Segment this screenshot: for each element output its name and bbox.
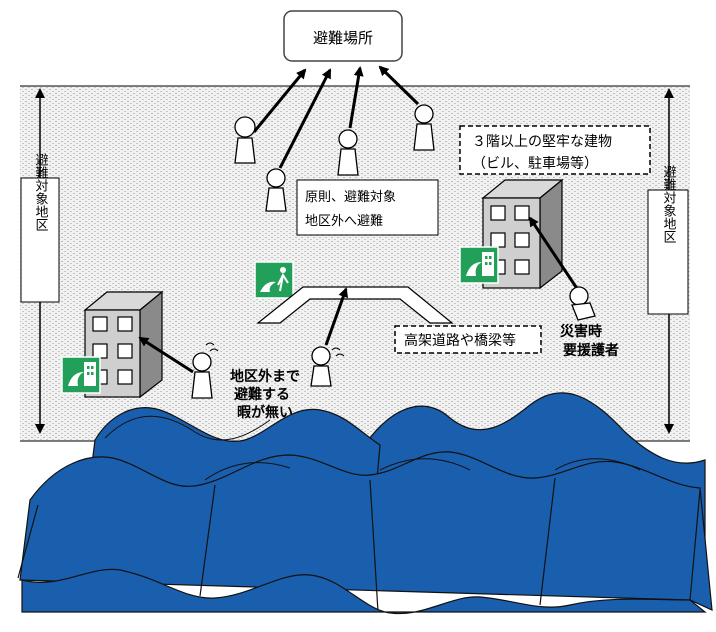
evacuation-site-box: 避難場所: [283, 10, 403, 62]
elevated-road-note-box: 高架道路や橋梁等: [394, 325, 542, 354]
elevated-road-note-label: 高架道路や橋梁等: [404, 332, 516, 349]
elevated-road-arrow: [324, 287, 349, 346]
person-icon: [234, 116, 256, 164]
zone-label-right: 避難対象地区: [661, 165, 677, 243]
sturdy-building-note-box: ３階以上の堅牢な建物 （ビル、駐車場等）: [459, 125, 651, 175]
elevated-evacuation-sign-icon: [254, 261, 294, 299]
person-icon: [337, 129, 359, 176]
wave-crest-lines: [104, 415, 641, 481]
no-time-note-line2: 避難する: [234, 386, 290, 403]
wheelchair-person-icon: [569, 286, 596, 321]
zone-span-left: 避難対象地区: [20, 88, 60, 434]
no-time-note-line1: 地区外まで: [230, 368, 300, 385]
vulnerable-note-line1: 災害時: [560, 323, 602, 340]
principle-note-line2: 地区外へ避難: [305, 214, 383, 229]
zone-label-left: 避難対象地区: [33, 153, 49, 231]
elevated-road: [256, 286, 454, 324]
principle-note-box: 原則、避難対象 地区外へ避難: [296, 179, 439, 236]
person-icon: [191, 352, 213, 399]
person-icon: [413, 104, 435, 151]
vulnerable-evacuation-arrow: [528, 216, 580, 291]
sturdy-building-note-line1: ３階以上の堅牢な建物: [472, 134, 612, 150]
vulnerable-note-line2: 要援護者: [563, 342, 619, 359]
tsunami-building-sign-icon: [459, 246, 499, 284]
sturdy-building-note-line2: （ビル、駐車場等）: [472, 155, 598, 172]
evacuation-arrows: [252, 65, 420, 169]
evacuation-site-label: 避難場所: [313, 29, 373, 47]
principle-note-line1: 原則、避難対象: [305, 190, 396, 205]
no-time-note-line3: 暇が無い: [237, 404, 293, 421]
worry-marks-icon: [205, 342, 219, 352]
person-icon: [265, 168, 287, 212]
worry-marks-icon: [331, 347, 345, 357]
person-icon: [310, 346, 332, 387]
tsunami-waves: [17, 392, 713, 615]
tsunami-building-sign-icon: [61, 356, 101, 394]
left-building-arrow: [138, 336, 194, 374]
zone-span-right: 避難対象地区: [647, 88, 689, 434]
